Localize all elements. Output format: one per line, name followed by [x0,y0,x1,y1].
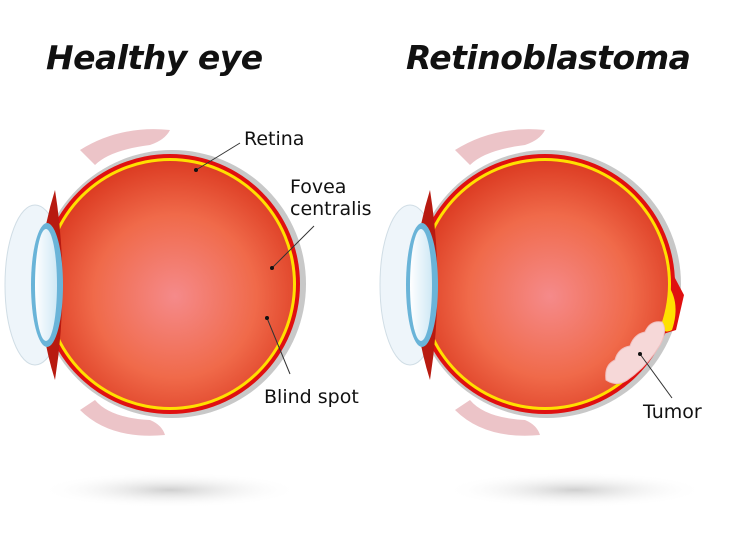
tumor-point [638,352,642,356]
upper-eyelid [80,129,170,165]
label-blind-spot: Blind spot [264,386,359,408]
shadow [40,472,300,508]
retina-point [194,168,198,172]
eyeball [422,161,668,407]
blind-spot-point [265,316,269,320]
label-retina: Retina [244,128,305,150]
healthy-eye-title: Healthy eye [46,38,263,77]
retina-leader [195,142,241,171]
tumor-leader [639,353,673,399]
fovea-point [270,266,274,270]
label-fovea-line1: Fovea [290,176,347,198]
label-tumor: Tumor [643,401,702,423]
shadow [445,472,705,508]
lens-inner [410,229,432,341]
lower-eyelid [455,400,540,436]
lower-eyelid [80,400,165,436]
lens-inner [35,229,57,341]
upper-eyelid [455,129,545,165]
retinoblastoma-eye [379,129,705,508]
label-fovea-line2: centralis [290,198,372,220]
fovea-leader [271,225,315,269]
eyeball [47,161,293,407]
blind-spot-leader [266,317,291,375]
retinoblastoma-title: Retinoblastoma [406,38,691,77]
healthy-eye [4,129,315,508]
tumor-mass [605,321,666,384]
